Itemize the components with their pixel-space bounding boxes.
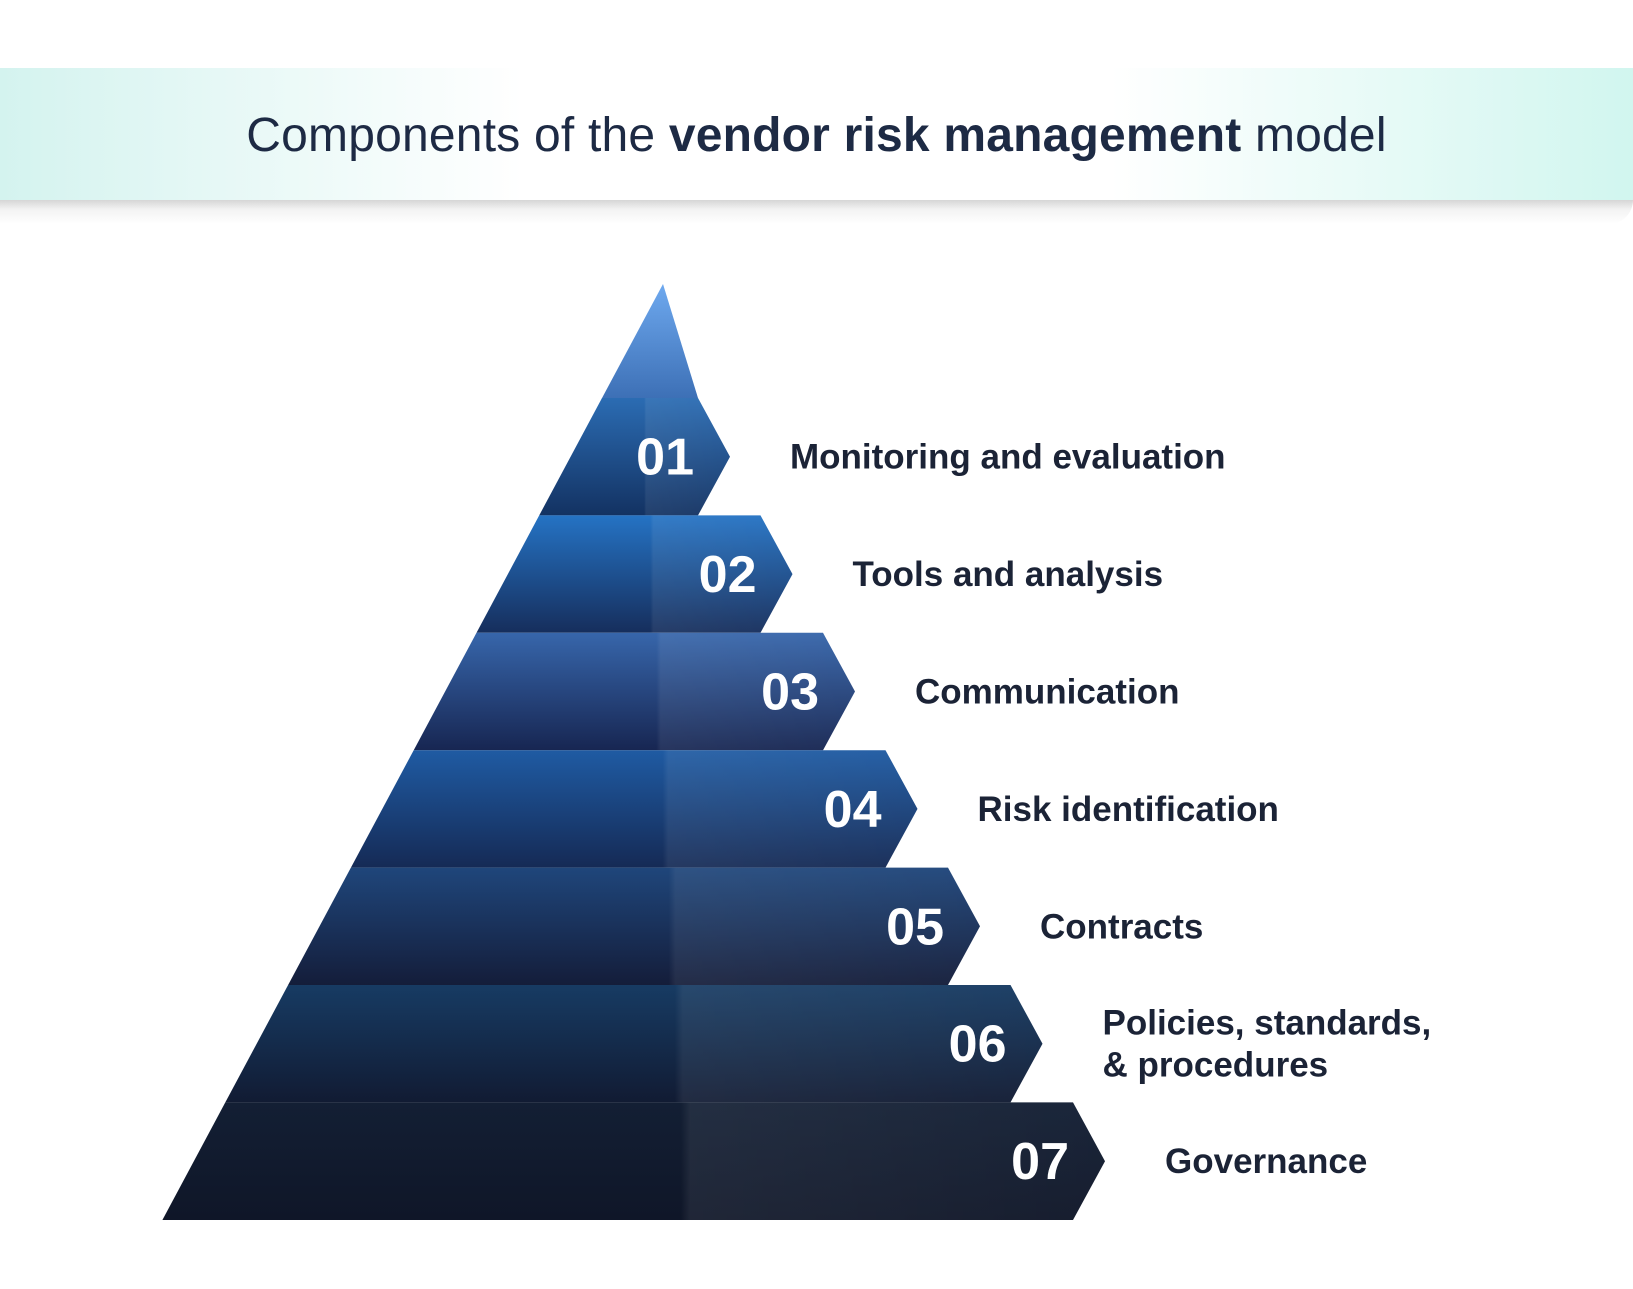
tier-label: Governance [1165, 1142, 1367, 1181]
tier-sheen [476, 515, 793, 633]
tier-sheen [288, 867, 981, 985]
tier-number: 05 [886, 898, 944, 956]
tier-number: 03 [761, 664, 819, 722]
title-prefix: Components of the [246, 109, 669, 162]
tier-label: Contracts [1040, 907, 1203, 946]
pyramid-tier-05: 05 Contracts [288, 867, 1203, 985]
pyramid-tier-02: 02 Tools and analysis [476, 515, 1164, 633]
title-suffix: model [1241, 109, 1387, 162]
title-banner [0, 68, 1633, 200]
title-banner-shadow [0, 200, 1633, 224]
tier-number: 06 [949, 1016, 1007, 1074]
tier-number: 04 [824, 781, 882, 839]
tier-number: 01 [636, 429, 694, 487]
pyramid-tier-04: 04 Risk identification [350, 750, 1279, 868]
tier-label: Communication [915, 673, 1179, 712]
pyramid-tier-03: 03 Communication [413, 632, 1179, 751]
tier-sheen [539, 398, 730, 516]
tier-sheen [350, 750, 918, 868]
tier-label: Risk identification [978, 790, 1279, 829]
pyramid-apex [602, 284, 698, 398]
tier-sheen [225, 985, 1043, 1103]
tier-label: & procedures [1103, 1046, 1329, 1085]
tier-number: 02 [699, 546, 757, 604]
tier-label: Tools and analysis [853, 555, 1164, 594]
pyramid-tier-01: 01 Monitoring and evaluation [539, 398, 1226, 516]
tier-label: Monitoring and evaluation [790, 438, 1226, 477]
tier-sheen [162, 1102, 1105, 1220]
page-title: Components of the vendor risk management… [0, 108, 1633, 164]
pyramid-tier-06: 06 Policies, standards,& procedures [225, 985, 1432, 1103]
pyramid-tier-07: 07 Governance [162, 1102, 1367, 1220]
tier-number: 07 [1011, 1133, 1069, 1191]
title-emphasis: vendor risk management [668, 109, 1242, 162]
tier-label: Policies, standards, [1103, 1004, 1432, 1043]
tier-sheen [413, 632, 855, 751]
